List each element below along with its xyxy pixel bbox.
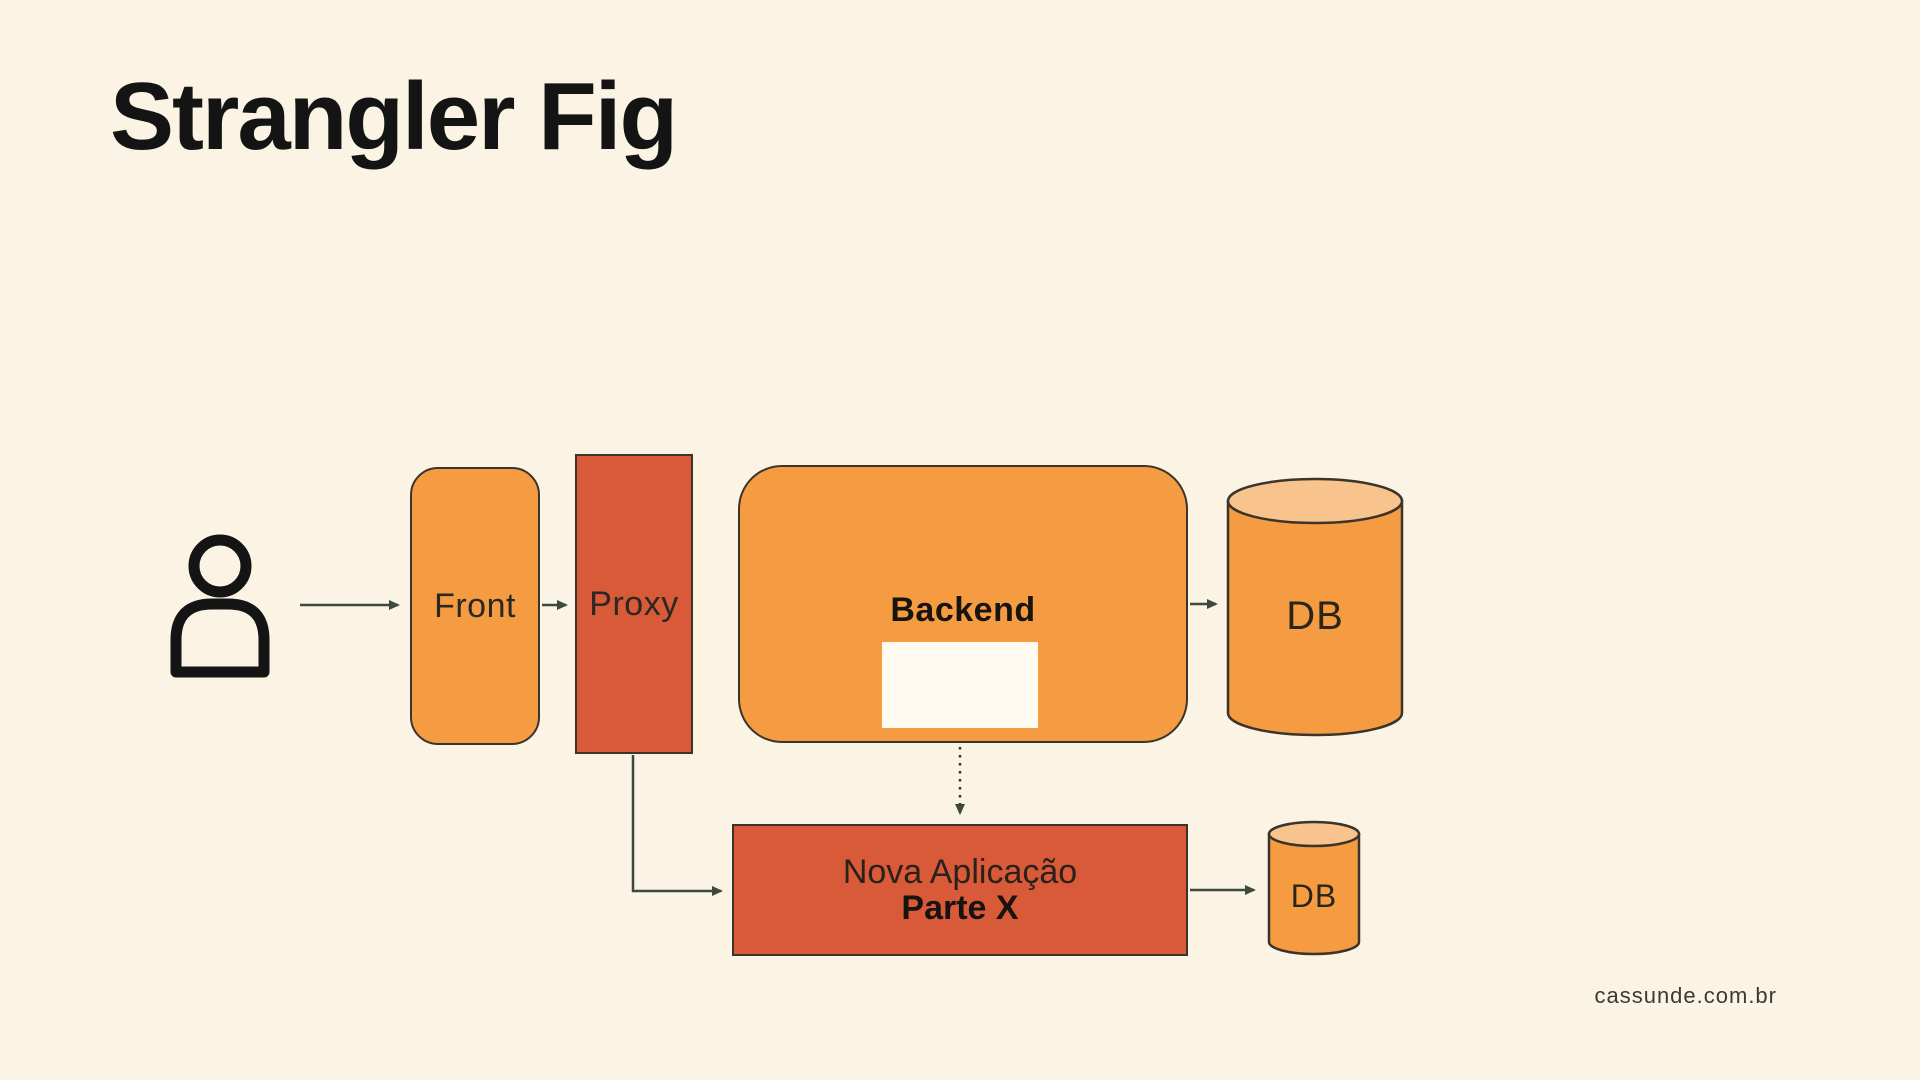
- node-front: Front: [410, 467, 540, 745]
- person-body: [170, 598, 270, 678]
- page-title: Strangler Fig: [110, 63, 678, 170]
- node-proxy: Proxy: [575, 454, 693, 754]
- db-main-cylinder: [1226, 477, 1404, 737]
- db-new-cylinder-body: [1267, 832, 1361, 956]
- node-nova-line1: Nova Aplicação: [842, 853, 1078, 891]
- node-nova-line2: Parte X: [901, 889, 1019, 927]
- db-new-label: DB: [1290, 878, 1338, 914]
- node-backend: Backend: [738, 465, 1188, 743]
- footer-site-url: cassunde.com.br: [1594, 983, 1777, 1008]
- node-backend-label: Backend: [890, 591, 1036, 629]
- arrow-proxy-to-nova: [631, 755, 723, 896]
- node-nova-aplicacao: Nova Aplicação Parte X: [732, 824, 1188, 956]
- db-main-cylinder-top: [1226, 477, 1404, 525]
- node-proxy-label: Proxy: [589, 584, 679, 623]
- backend-extracted-part-notch: [882, 642, 1038, 728]
- db-main-cylinder-body: [1226, 499, 1404, 737]
- db-new-cylinder: [1267, 820, 1361, 956]
- node-front-label: Front: [434, 586, 516, 625]
- db-main-label: DB: [1286, 594, 1344, 638]
- db-new-cylinder-top: [1267, 820, 1361, 848]
- person-head: [188, 534, 252, 598]
- person-icon: [170, 534, 270, 678]
